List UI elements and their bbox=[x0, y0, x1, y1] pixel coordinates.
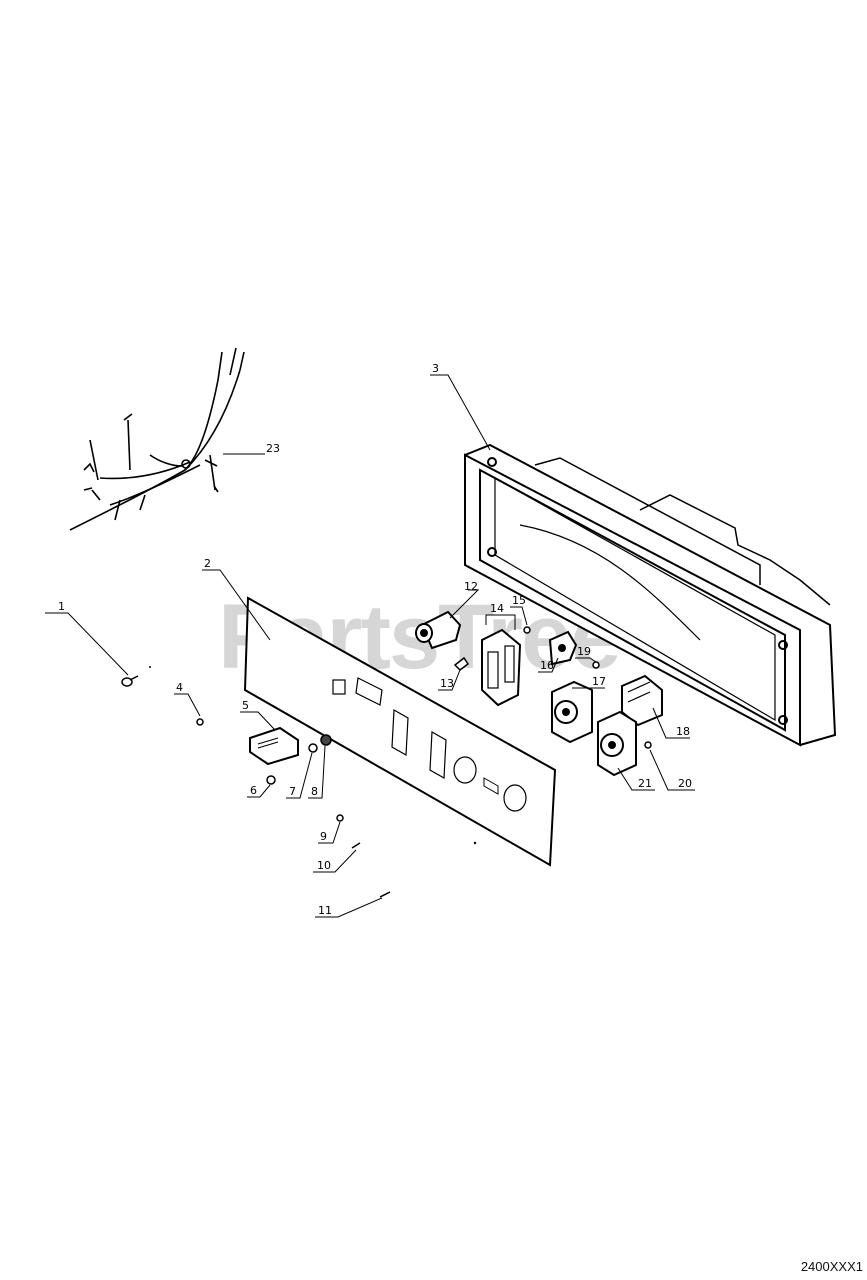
svg-text:13: 13 bbox=[440, 677, 454, 690]
callout-9: 9 bbox=[318, 821, 341, 844]
svg-text:20: 20 bbox=[678, 777, 692, 790]
callout-6: 6 bbox=[247, 784, 271, 798]
part-8[interactable] bbox=[320, 734, 332, 746]
callout-16: 16 bbox=[538, 657, 559, 673]
svg-text:9: 9 bbox=[320, 830, 327, 843]
callout-10: 10 bbox=[313, 849, 357, 873]
screw-1[interactable] bbox=[121, 675, 139, 687]
receptacle-21[interactable] bbox=[597, 710, 637, 777]
part-20[interactable] bbox=[644, 741, 652, 749]
callout-8: 8 bbox=[308, 745, 326, 799]
svg-text:12: 12 bbox=[464, 580, 478, 593]
breaker-16[interactable] bbox=[548, 630, 578, 666]
callout-3: 3 bbox=[430, 362, 491, 451]
svg-text:5: 5 bbox=[242, 699, 249, 712]
svg-text:21: 21 bbox=[638, 777, 652, 790]
part-10[interactable] bbox=[351, 842, 361, 849]
svg-text:7: 7 bbox=[289, 785, 296, 798]
callout-5: 5 bbox=[240, 699, 276, 731]
callout-4: 4 bbox=[174, 681, 201, 717]
svg-text:16: 16 bbox=[540, 659, 554, 672]
svg-text:11: 11 bbox=[318, 904, 332, 917]
callout-18: 18 bbox=[652, 707, 690, 739]
switch-12[interactable] bbox=[415, 610, 462, 650]
svg-text:14: 14 bbox=[490, 602, 504, 615]
control-housing[interactable] bbox=[464, 443, 837, 747]
stray-marks bbox=[149, 666, 477, 845]
meter-box[interactable] bbox=[249, 726, 299, 766]
svg-text:4: 4 bbox=[176, 681, 183, 694]
callout-13: 13 bbox=[438, 669, 461, 691]
drawing-code: 2400XXX1 bbox=[800, 1259, 863, 1274]
part-6[interactable] bbox=[266, 775, 276, 785]
callout-23: 23 bbox=[223, 442, 280, 455]
callout-12: 12 bbox=[449, 580, 480, 619]
part-19[interactable] bbox=[592, 661, 600, 669]
callout-11: 11 bbox=[315, 897, 383, 918]
callout-21: 21 bbox=[617, 767, 655, 791]
svg-text:10: 10 bbox=[317, 859, 331, 872]
callout-14: 14 bbox=[485, 602, 516, 630]
callout-1: 1 bbox=[45, 600, 129, 676]
svg-text:8: 8 bbox=[311, 785, 318, 798]
callout-7: 7 bbox=[286, 752, 313, 799]
module-18[interactable] bbox=[621, 674, 663, 727]
svg-text:23: 23 bbox=[266, 442, 280, 455]
svg-text:19: 19 bbox=[577, 645, 591, 658]
svg-text:3: 3 bbox=[432, 362, 439, 375]
callout-2: 2 bbox=[202, 557, 271, 641]
svg-text:1: 1 bbox=[58, 600, 65, 613]
receptacle-14[interactable] bbox=[481, 628, 522, 707]
svg-text:15: 15 bbox=[512, 594, 526, 607]
svg-text:2: 2 bbox=[204, 557, 211, 570]
svg-text:6: 6 bbox=[250, 784, 257, 797]
part-15[interactable] bbox=[523, 626, 531, 634]
part-4[interactable] bbox=[196, 718, 204, 726]
svg-text:17: 17 bbox=[592, 675, 606, 688]
part-11[interactable] bbox=[379, 891, 391, 898]
callout-20: 20 bbox=[649, 749, 695, 791]
part-9[interactable] bbox=[336, 814, 344, 822]
callout-15: 15 bbox=[510, 594, 528, 626]
part-7[interactable] bbox=[308, 743, 318, 753]
receptacle-17[interactable] bbox=[551, 680, 593, 744]
front-panel[interactable] bbox=[243, 596, 557, 867]
wiring-harness[interactable] bbox=[69, 347, 245, 531]
part-13[interactable] bbox=[453, 656, 470, 671]
callout-17: 17 bbox=[572, 675, 606, 689]
svg-text:18: 18 bbox=[676, 725, 690, 738]
callout-19: 19 bbox=[575, 645, 597, 663]
